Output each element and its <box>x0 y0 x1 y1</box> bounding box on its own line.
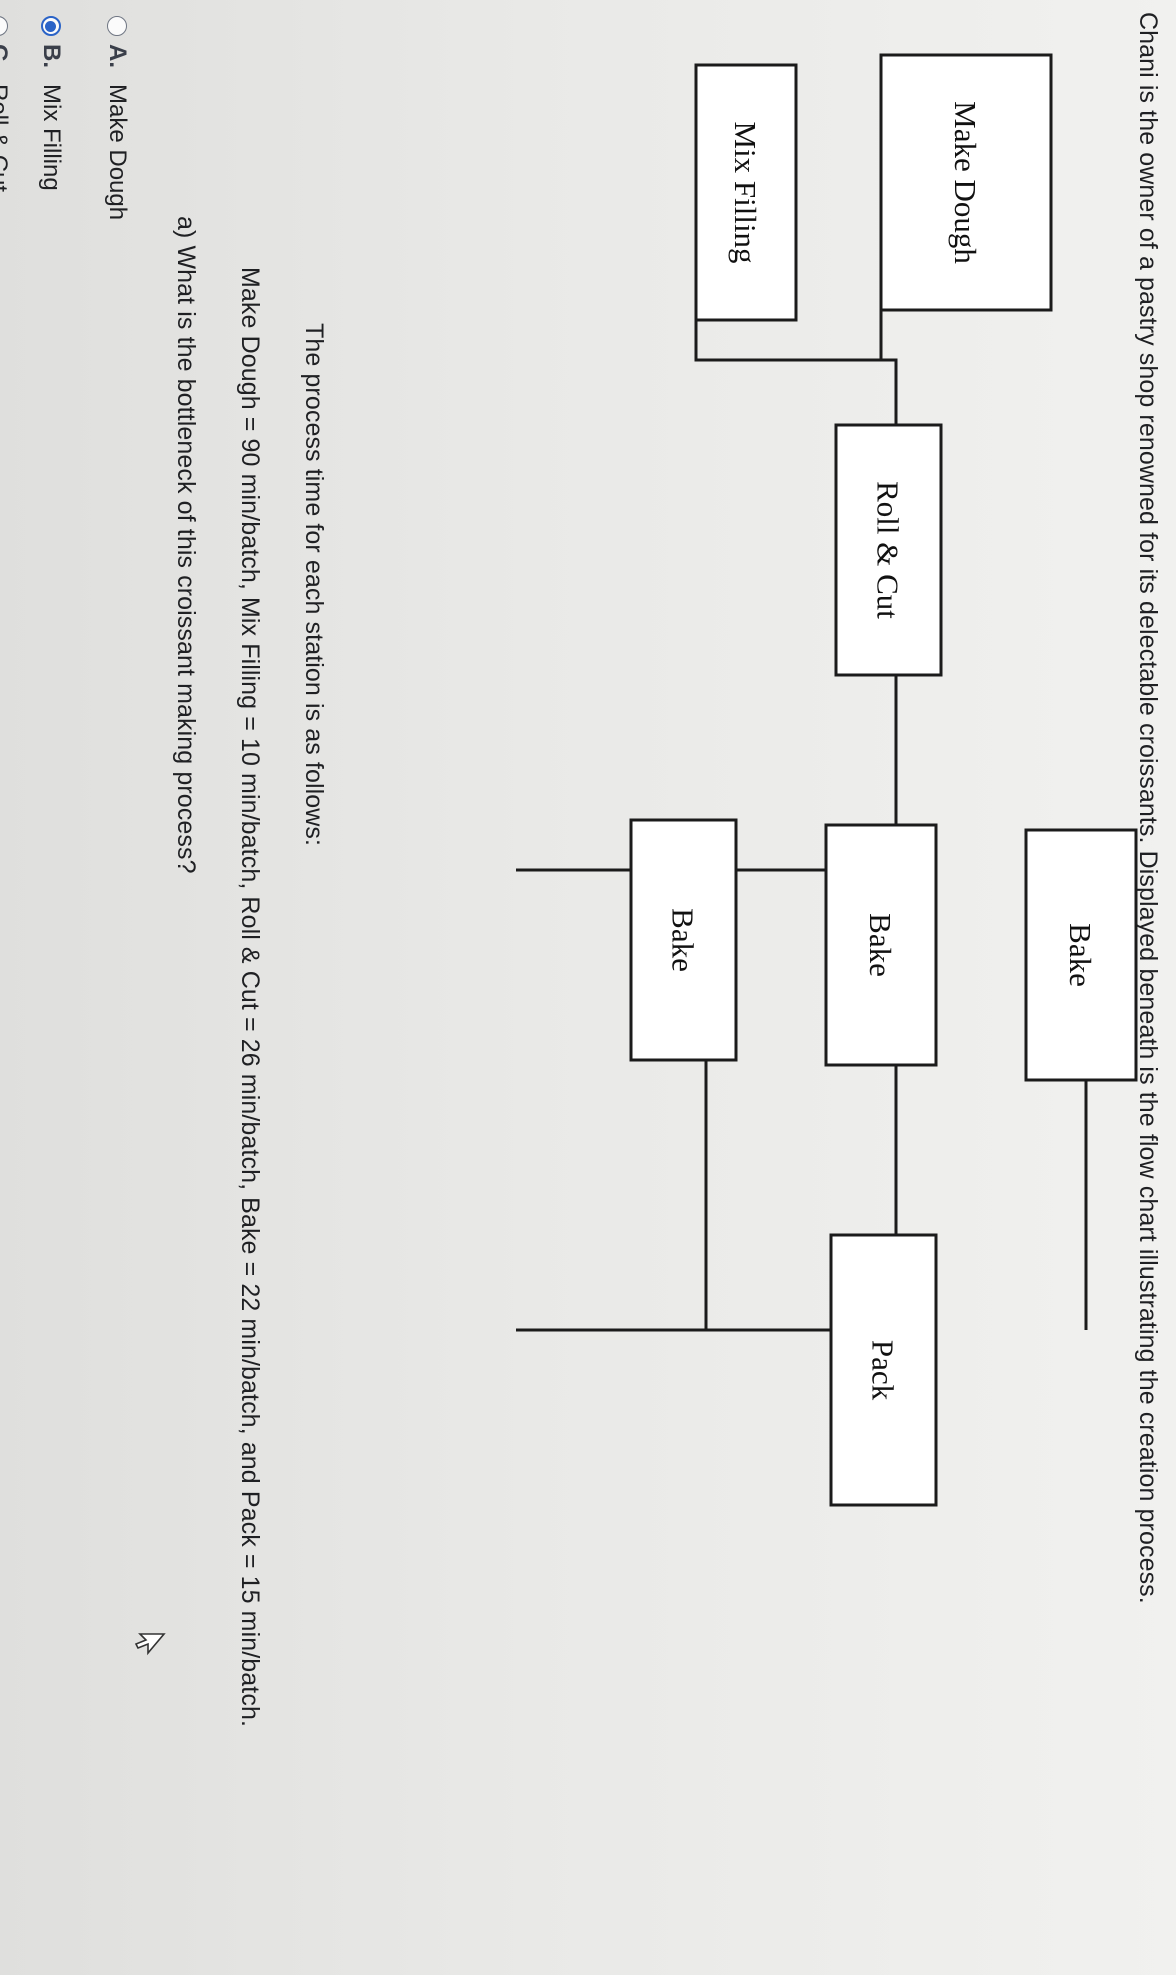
pack-label: Pack <box>866 1340 901 1401</box>
bake-label-3: Bake <box>666 908 701 972</box>
connector-mix-filling <box>694 320 896 362</box>
bake-label-2: Bake <box>863 913 898 977</box>
option-b[interactable]: B. Mix Filling <box>36 16 66 191</box>
radio-option-a[interactable] <box>107 16 127 36</box>
bake-label-1: Bake <box>1063 923 1098 987</box>
pack-box <box>829 1233 938 1507</box>
make-dough-label: Make Dough <box>948 101 983 264</box>
process-times: Make Dough = 90 min/batch, Mix Filling =… <box>236 267 264 1727</box>
question-part-a: a) What is the bottleneck of this croiss… <box>172 216 200 874</box>
option-b-label: Mix Filling <box>38 84 65 191</box>
make-dough-box <box>879 53 1053 312</box>
mouse-pointer-icon <box>134 1633 166 1656</box>
bake-box-3 <box>629 818 738 1062</box>
radio-option-c[interactable] <box>0 16 8 36</box>
option-c-letter: C. <box>0 44 12 68</box>
option-c-label: Roll & Cut <box>0 84 12 193</box>
option-b-letter: B. <box>38 44 65 68</box>
process-heading: The process time for each station is as … <box>300 323 328 847</box>
mix-filling-box <box>694 63 798 322</box>
bake-box-1 <box>1024 828 1138 1082</box>
roll-cut-label: Roll & Cut <box>871 481 906 619</box>
bake-box-2 <box>824 823 938 1067</box>
option-a-letter: A. <box>104 44 131 68</box>
option-a-label: Make Dough <box>104 84 131 221</box>
option-a[interactable]: A. Make Dough <box>102 16 132 220</box>
option-c[interactable]: C. Roll & Cut <box>0 16 13 192</box>
radio-option-b[interactable] <box>41 16 61 36</box>
roll-cut-box <box>834 423 943 677</box>
mix-filling-label: Mix Filling <box>728 121 763 263</box>
